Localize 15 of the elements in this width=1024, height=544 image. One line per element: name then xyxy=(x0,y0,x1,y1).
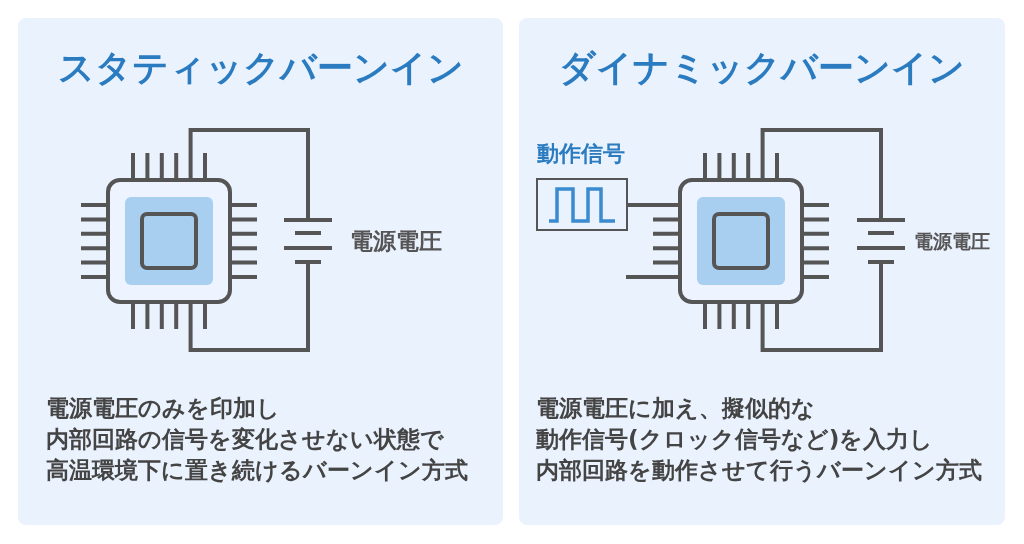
voltage-label: 電源電圧 xyxy=(350,227,442,255)
description-text: 電源電圧に加え、擬似的な動作信号(クロック信号など)を入力し内部回路を動作させて行うバーンイン方式 xyxy=(536,393,982,486)
voltage-label: 電源電圧 xyxy=(914,229,990,254)
lead-line xyxy=(626,275,653,279)
wire xyxy=(628,203,653,207)
wire xyxy=(188,264,310,352)
panel-title: スタティックバーンイン xyxy=(57,46,464,90)
description-text: 電源電圧のみを印加し内部回路の信号を変化させない状態で高温環境下に置き続けるバーンイン方式 xyxy=(46,393,468,486)
panel xyxy=(519,18,1005,525)
wire xyxy=(188,128,310,218)
wire xyxy=(760,264,883,352)
panel xyxy=(18,18,503,525)
panel-title: ダイナミックバーンイン xyxy=(559,46,965,90)
wire xyxy=(760,128,883,218)
signal-label: 動作信号 xyxy=(537,140,625,168)
